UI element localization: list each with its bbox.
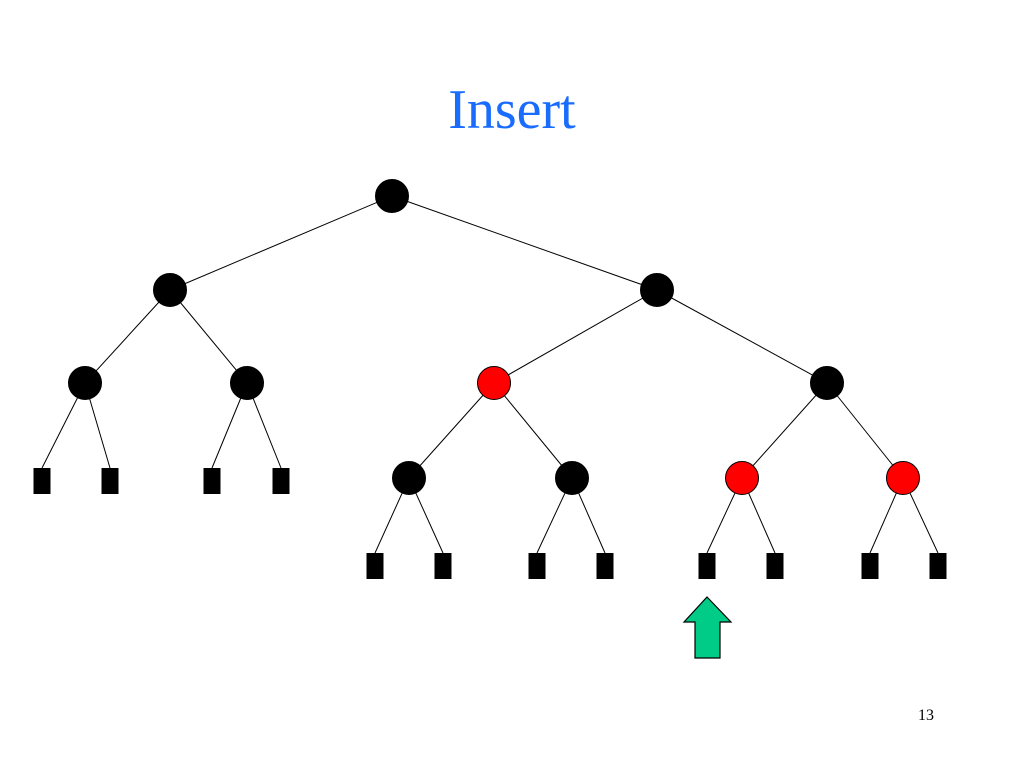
black-node	[810, 366, 844, 400]
black-node	[555, 461, 589, 495]
red-node	[725, 461, 759, 495]
tree-edge	[493, 382, 573, 479]
leaf-node	[33, 468, 51, 494]
page-number: 13	[918, 707, 934, 724]
tree-nodes	[33, 179, 947, 579]
leaf-node	[101, 468, 119, 494]
black-node	[375, 179, 409, 213]
tree-edge	[391, 195, 658, 291]
leaf-node	[203, 468, 221, 494]
black-node	[230, 366, 264, 400]
tree-edge	[408, 382, 495, 479]
red-node	[886, 461, 920, 495]
tree-edge	[741, 382, 828, 479]
tree-edge	[169, 195, 393, 291]
tree-edge	[169, 289, 248, 384]
leaf-node	[861, 553, 879, 579]
leaf-node	[528, 553, 546, 579]
black-node	[392, 461, 426, 495]
tree-edge	[656, 289, 828, 384]
leaf-node	[272, 468, 290, 494]
leaf-node	[929, 553, 947, 579]
slide-title: Insert	[448, 79, 576, 141]
insert-arrow-icon	[682, 596, 733, 659]
tree-edge	[493, 289, 658, 384]
black-node	[153, 273, 187, 307]
leaf-node	[366, 553, 384, 579]
leaf-node	[698, 553, 716, 579]
black-node	[68, 366, 102, 400]
tree-edge	[84, 289, 171, 384]
leaf-node	[766, 553, 784, 579]
red-node	[477, 366, 511, 400]
black-node	[640, 273, 674, 307]
leaf-node	[596, 553, 614, 579]
leaf-node	[434, 553, 452, 579]
tree-edge	[826, 382, 904, 479]
